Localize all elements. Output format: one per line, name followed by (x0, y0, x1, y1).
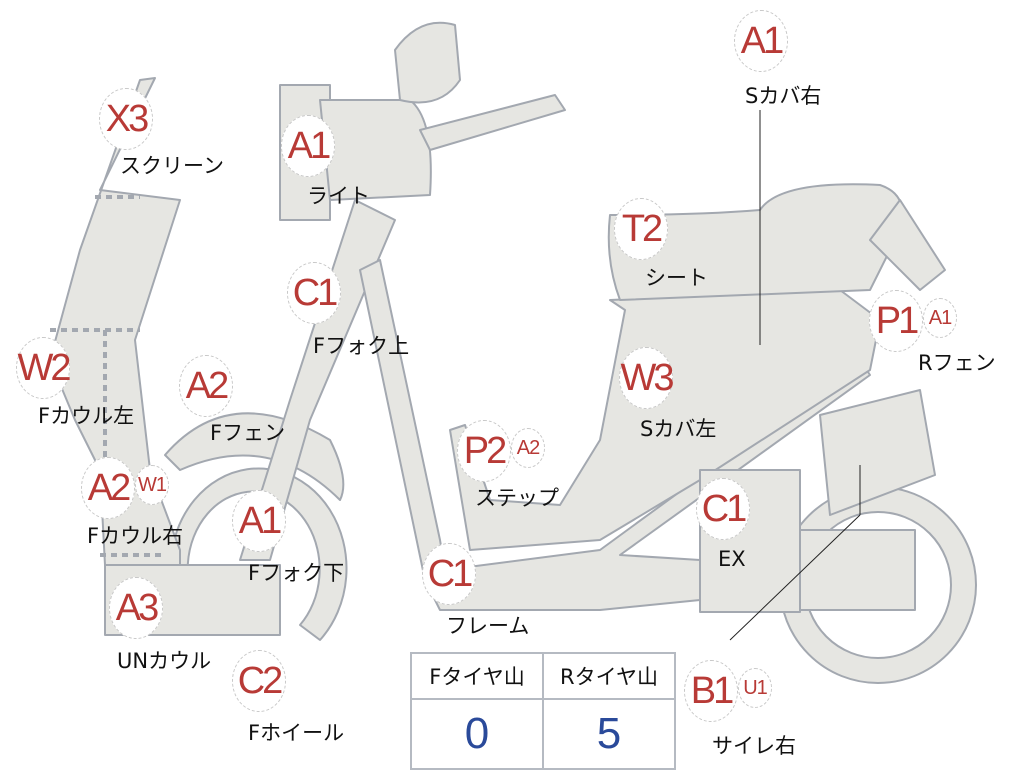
front-tire-header: Fタイヤ山 (410, 652, 544, 700)
part-label: シート (645, 266, 708, 290)
damage-marker: W3 (619, 347, 675, 409)
grade-badge: C2 (232, 650, 286, 712)
front-tire-value: 0 (410, 698, 544, 770)
sub-grade-badge: A2 (511, 428, 545, 468)
part-label: Sカバ右 (745, 84, 822, 108)
rear-tire-header: Rタイヤ山 (542, 652, 676, 700)
sub-grade-badge: W1 (135, 465, 169, 505)
part-label: EX (718, 547, 746, 571)
damage-marker: C1 (696, 478, 750, 540)
grade-badge: A2 (81, 457, 135, 519)
grade-badge: P2 (457, 420, 511, 482)
damage-marker: A1 (281, 115, 335, 177)
damage-marker: W2 (16, 337, 72, 399)
sub-grade-badge: U1 (738, 668, 772, 708)
grade-badge: C1 (696, 478, 750, 540)
part-label: サイレ右 (712, 734, 796, 758)
part-label: Fフェン (210, 421, 286, 445)
muffler (819, 389, 936, 516)
damage-marker: A1 (232, 490, 286, 552)
part-label: ステップ (475, 486, 559, 510)
part-label: Sカバ左 (640, 417, 717, 441)
damage-marker: A3 (109, 577, 163, 639)
damage-marker: C1 (287, 262, 341, 324)
front-fork (239, 199, 396, 561)
grade-badge: B1 (684, 660, 738, 722)
damage-marker: X3 (99, 88, 153, 150)
part-label: Fホイール (248, 721, 345, 745)
grade-badge: A2 (179, 355, 233, 417)
part-label: Fフォク下 (248, 561, 345, 585)
part-label: フレーム (446, 614, 530, 638)
part-label: Fカウル右 (87, 524, 184, 548)
grade-badge: A1 (281, 115, 335, 177)
grade-badge: C1 (287, 262, 341, 324)
damage-marker: A2 (179, 355, 233, 417)
damage-marker: C1 (422, 543, 476, 605)
grade-badge: X3 (99, 88, 153, 150)
grade-badge: A1 (734, 10, 788, 72)
grade-badge: A1 (232, 490, 286, 552)
grade-badge: T2 (614, 198, 668, 260)
part-label: Fフォク上 (313, 334, 410, 358)
part-label: ライト (307, 184, 370, 208)
part-label: Fカウル左 (38, 404, 135, 428)
grade-badge: W3 (619, 347, 675, 409)
front-wheel (169, 467, 348, 641)
grade-badge: P1 (869, 290, 923, 352)
grade-badge: A3 (109, 577, 163, 639)
grade-badge: W2 (16, 337, 72, 399)
damage-marker: T2 (614, 198, 668, 260)
damage-marker: C2 (232, 650, 286, 712)
part-label: UNカウル (117, 649, 212, 673)
part-label: スクリーン (120, 154, 224, 178)
rear-tire-value: 5 (542, 698, 676, 770)
seat (607, 183, 904, 301)
grade-badge: C1 (422, 543, 476, 605)
damage-marker: A1 (734, 10, 788, 72)
sub-grade-badge: A1 (923, 298, 957, 338)
part-label: Rフェン (918, 351, 996, 375)
